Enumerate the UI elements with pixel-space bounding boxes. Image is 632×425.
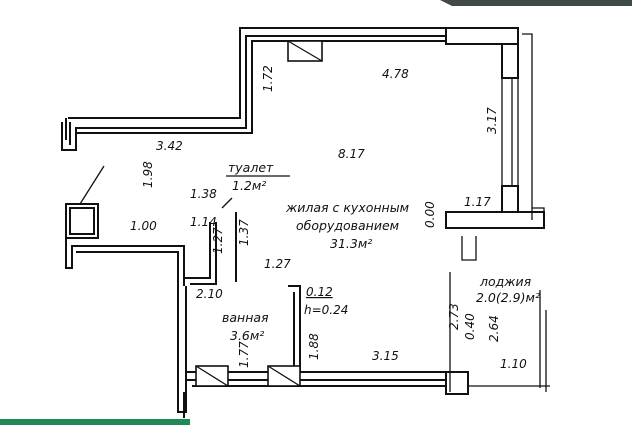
living-area: 31.3м² <box>330 236 372 251</box>
dim-height-note: h=0.24 <box>304 303 348 317</box>
toilet-partition <box>184 197 237 285</box>
dim-bath-right: 1.88 <box>307 333 321 360</box>
dim-center: 8.17 <box>338 147 365 161</box>
living-name-line1: жилая с кухонным <box>285 200 409 215</box>
dim-right-zero: 0.00 <box>423 201 437 228</box>
right-middle-column <box>445 185 545 229</box>
dim-loggia-left: 2.73 <box>447 303 461 330</box>
dim-loggia-bottom: 1.10 <box>500 357 527 371</box>
dim-bath-bottom: 1.77 <box>237 341 251 368</box>
dim-left-upper-vertical: 1.72 <box>261 65 275 92</box>
dim-right-stub: 1.17 <box>464 195 491 209</box>
loggia-area: 2.0(2.9)м² <box>476 290 540 305</box>
dim-toilet-corner: 1.14 <box>190 215 217 229</box>
dim-loggia-small: 0.40 <box>463 313 477 340</box>
top-wall <box>61 27 447 151</box>
dim-right-vertical: 3.17 <box>485 107 499 134</box>
dim-bottom-wall: 3.15 <box>372 349 399 363</box>
living-name-line2: оборудованием <box>296 218 399 233</box>
dim-toilet-wall-a: 1.27 <box>211 227 225 254</box>
dim-toilet-wall-b: 1.37 <box>237 219 251 246</box>
bathroom-area: 3.6м² <box>230 328 264 343</box>
left-diagonal <box>79 165 105 205</box>
dim-toilet-width: 1.38 <box>190 187 217 201</box>
bathroom-name: ванная <box>222 310 269 325</box>
toilet-name: туалет <box>228 160 274 175</box>
dim-left-vertical: 1.98 <box>141 161 155 188</box>
dim-shaft: 0.12 <box>306 285 333 299</box>
loggia-name: лоджия <box>479 274 532 289</box>
dim-left-upper: 3.42 <box>156 139 183 153</box>
bottom-wall <box>186 365 550 395</box>
right-window-wall <box>501 33 533 220</box>
bathroom-partition <box>288 285 301 372</box>
dim-top-right: 4.78 <box>382 67 409 81</box>
right-top-column <box>445 27 519 79</box>
dim-bath-left: 2.10 <box>196 287 223 301</box>
bottom-accent-bar <box>0 419 190 425</box>
dim-left-stub: 1.00 <box>130 219 157 233</box>
dim-toilet-bottom: 1.27 <box>264 257 291 271</box>
toilet-area: 1.2м² <box>232 178 266 193</box>
left-lower-walls <box>65 203 187 418</box>
corner-accent <box>440 0 632 6</box>
dim-loggia-right: 2.64 <box>487 315 501 342</box>
